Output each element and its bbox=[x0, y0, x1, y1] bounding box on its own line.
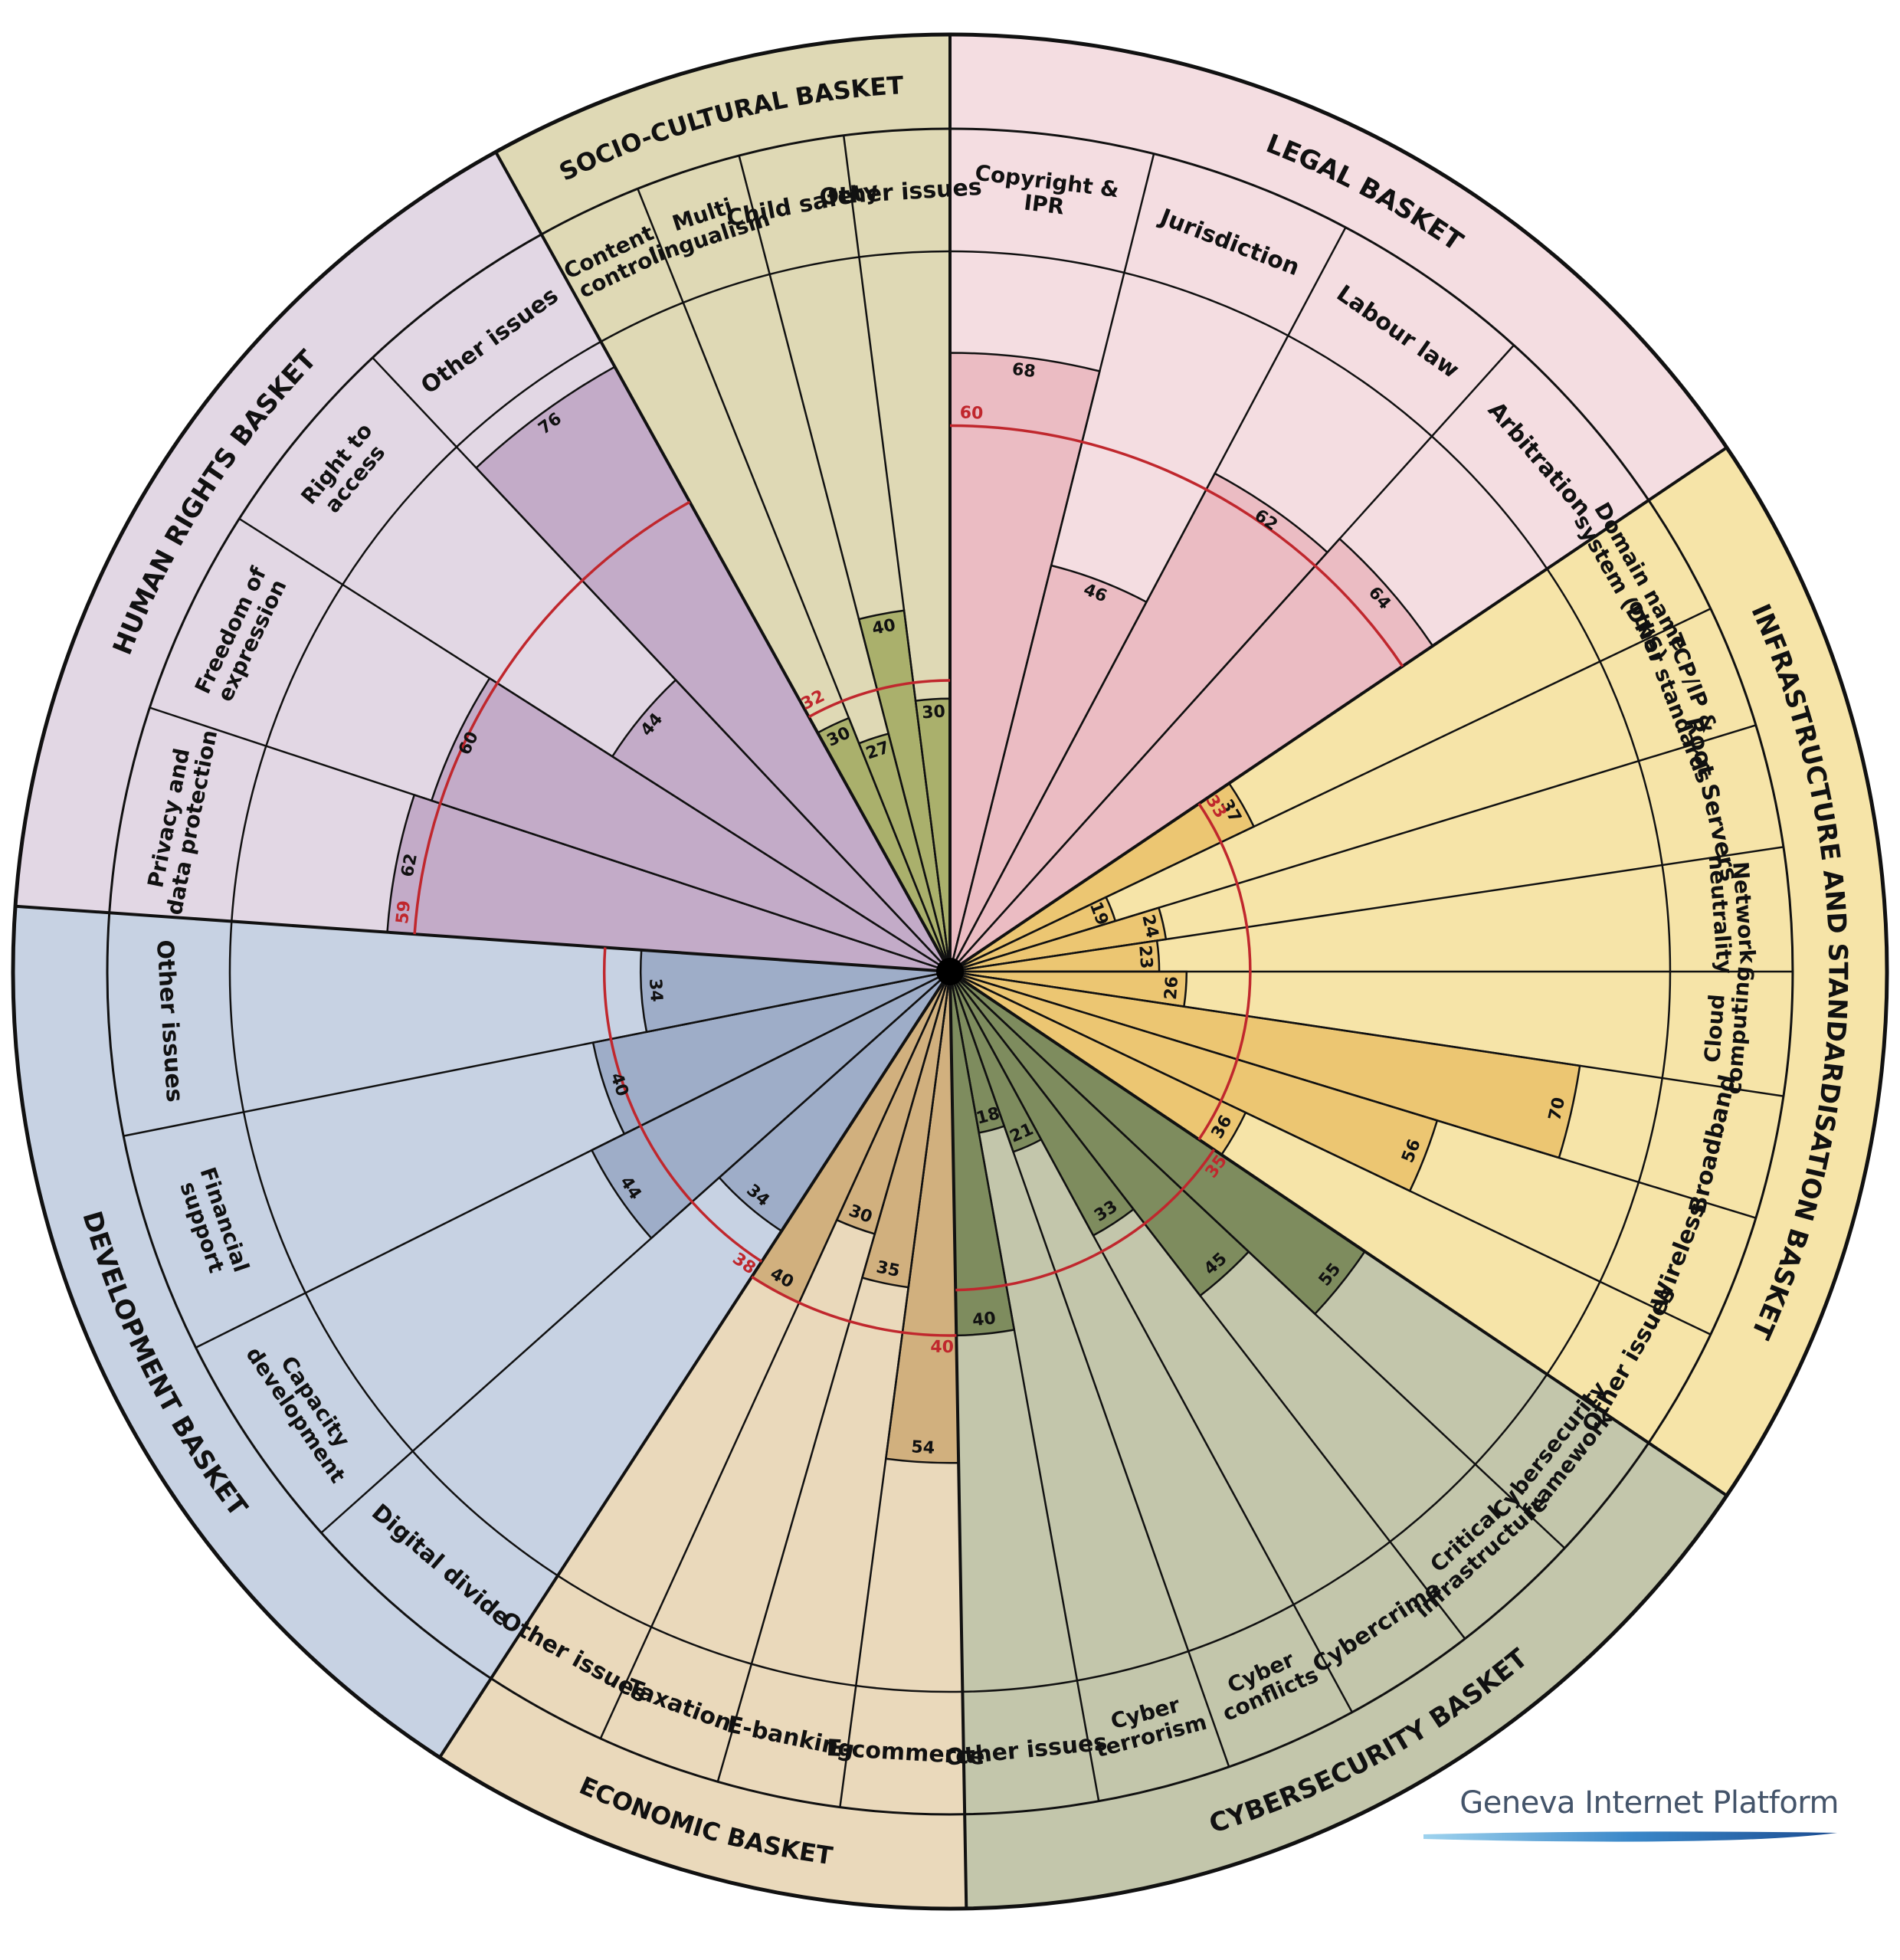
issue-divider bbox=[948, 971, 1230, 1768]
issue-bars bbox=[386, 352, 1581, 1464]
issue-band-arc bbox=[1546, 568, 1672, 1375]
value-label-infrastructure-and-standardisation-basket-network-neutrality: 23 bbox=[1135, 945, 1155, 969]
issue-divider bbox=[599, 971, 952, 1739]
brand-name: Geneva Internet Platform bbox=[1459, 1785, 1839, 1821]
issue-divider bbox=[949, 970, 1784, 1097]
issue-divider bbox=[948, 971, 1100, 1801]
bar-human-rights-basket-other-issues bbox=[474, 365, 952, 972]
basket-divider bbox=[494, 151, 952, 972]
bar-legal-basket-copyright-ipr bbox=[948, 352, 1101, 972]
value-label-socio-cultural-basket-other-issues: 30 bbox=[922, 702, 946, 723]
issue-divider bbox=[948, 227, 1347, 972]
issue-divider bbox=[842, 135, 952, 972]
issue-divider bbox=[839, 971, 952, 1808]
average-label-economic-basket: 40 bbox=[930, 1338, 954, 1358]
center-hub bbox=[936, 958, 964, 985]
issue-divider bbox=[238, 517, 951, 973]
issue-divider bbox=[123, 970, 951, 1137]
basket-divider bbox=[948, 970, 1728, 1497]
basket-band-arc bbox=[965, 1442, 1650, 1816]
average-label-human-rights-basket: 59 bbox=[393, 900, 414, 925]
issue-band-arc bbox=[600, 250, 951, 343]
bar-legal-basket-arbitration bbox=[949, 537, 1434, 973]
issue-divider bbox=[949, 970, 1757, 1219]
issue-divider bbox=[372, 356, 951, 972]
value-label-infrastructure-and-standardisation-basket-cloud-computing: 26 bbox=[1161, 975, 1182, 1000]
average-arc-development-basket bbox=[602, 947, 763, 1263]
issue-label-infrastructure-and-standardisation-basket-network-neutrality: Networkneutrality bbox=[1704, 852, 1761, 975]
segment-dividers bbox=[11, 32, 1889, 1911]
basket-band-arc bbox=[1647, 500, 1794, 1444]
basket-band-arc bbox=[540, 127, 951, 236]
value-label-socio-cultural-basket-child-safety: 40 bbox=[870, 616, 897, 639]
issue-divider bbox=[716, 971, 952, 1782]
issue-divider bbox=[949, 608, 1712, 973]
average-arc-legal-basket bbox=[949, 424, 1404, 667]
issue-divider bbox=[949, 846, 1784, 973]
average-arc-socio-cultural-basket bbox=[808, 679, 951, 719]
issue-divider bbox=[320, 971, 951, 1534]
value-label-development-basket-other-issues: 34 bbox=[645, 978, 666, 1002]
brand-swoosh-icon bbox=[1423, 1831, 1837, 1842]
basket-divider bbox=[948, 971, 968, 1909]
issue-divider bbox=[637, 188, 952, 972]
issue-band-arc bbox=[231, 340, 601, 922]
outer-ring bbox=[11, 32, 1889, 1911]
issue-divider bbox=[948, 971, 1353, 1713]
issue-label-socio-cultural-basket-content-control: Contentcontrol bbox=[560, 220, 668, 305]
average-arc-infrastructure-and-standardisation-basket bbox=[1197, 802, 1252, 1141]
average-arcs bbox=[413, 424, 1404, 1337]
issue-divider bbox=[949, 724, 1757, 973]
bar-human-rights-basket-privacy-and-data-protection bbox=[386, 793, 951, 973]
issue-band-arc bbox=[228, 921, 559, 1577]
issue-divider bbox=[195, 970, 951, 1349]
average-label-legal-basket: 60 bbox=[959, 403, 984, 423]
average-arc-economic-basket bbox=[751, 1275, 957, 1337]
value-label-cybersecurity-basket-other-issues: 40 bbox=[971, 1309, 997, 1330]
basket-divider bbox=[948, 446, 1728, 973]
value-label-human-rights-basket-privacy-and-data-protection: 62 bbox=[398, 852, 421, 879]
issue-band-arc bbox=[949, 250, 1548, 570]
issue-band-arc bbox=[962, 1373, 1548, 1693]
issue-band-arc bbox=[557, 1575, 963, 1693]
issue-divider bbox=[949, 971, 1466, 1640]
issue-divider bbox=[949, 344, 1515, 972]
value-label-economic-basket-e-commerce: 54 bbox=[911, 1437, 935, 1458]
basket-band-arc bbox=[490, 1677, 965, 1816]
basket-divider bbox=[438, 970, 952, 1758]
basket-band-arc bbox=[106, 913, 492, 1680]
basket-band-arc bbox=[949, 127, 1650, 501]
issue-divider bbox=[948, 153, 1155, 972]
issue-divider bbox=[738, 155, 952, 972]
value-label-economic-basket-e-banking: 35 bbox=[875, 1257, 902, 1281]
average-arc-human-rights-basket bbox=[413, 500, 691, 935]
basket-divider bbox=[15, 904, 951, 973]
geneva-internet-platform-logo: Geneva Internet Platform bbox=[1416, 1785, 1839, 1862]
average-arc-cybersecurity-basket bbox=[955, 1149, 1216, 1292]
value-label-legal-basket-copyright-ipr: 68 bbox=[1011, 360, 1037, 382]
issue-divider bbox=[949, 971, 1566, 1549]
issue-divider bbox=[949, 970, 1712, 1336]
issue-divider bbox=[149, 706, 951, 973]
basket-band-arc bbox=[108, 233, 542, 913]
